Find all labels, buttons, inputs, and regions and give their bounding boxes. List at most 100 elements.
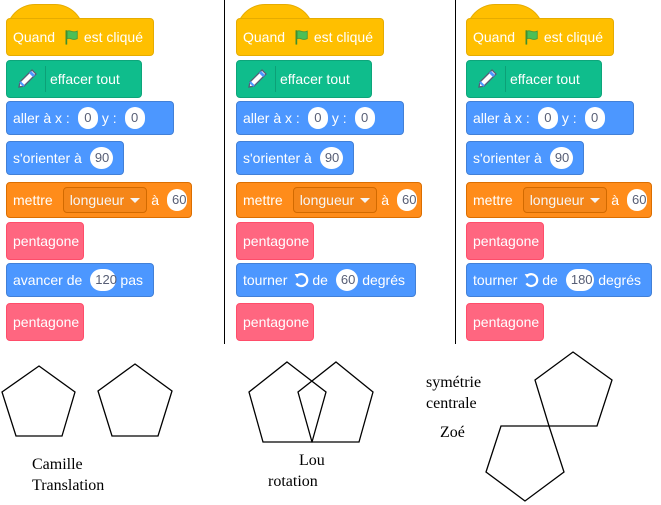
variable-dropdown[interactable]: longueur: [62, 187, 148, 213]
point-label: s'orienter à: [243, 150, 312, 166]
caption-camille-name: Camille: [32, 456, 83, 473]
erase-all-block[interactable]: effacer tout: [466, 60, 602, 98]
camille-pentagon-2: [97, 363, 173, 437]
degrees-unit: degrés: [362, 272, 405, 288]
green-flag-icon: [525, 30, 538, 45]
variable-name: longueur: [299, 192, 355, 208]
y-input[interactable]: 0: [584, 107, 605, 129]
degrees-input[interactable]: 180: [565, 269, 595, 291]
zoe-pentagon-2: [485, 425, 565, 502]
direction-input[interactable]: 90: [89, 147, 113, 169]
pentagone-block-2[interactable]: pentagone: [466, 303, 544, 341]
pentagone-label: pentagone: [13, 314, 80, 330]
green-flag-icon: [295, 30, 308, 45]
erase-all-label: effacer tout: [50, 71, 120, 87]
hat-label: Quand: [13, 29, 56, 45]
pentagone-block-1[interactable]: pentagone: [236, 222, 314, 260]
erase-all-block[interactable]: effacer tout: [6, 60, 142, 98]
go-to-y-label: y :: [101, 110, 117, 126]
green-flag-icon: [65, 30, 78, 45]
turn-de-label: de: [542, 272, 558, 288]
hat-label-after: est cliqué: [313, 29, 373, 45]
set-variable-block[interactable]: mettre longueur à 60: [236, 182, 422, 218]
x-input[interactable]: 0: [307, 107, 328, 129]
direction-input[interactable]: 90: [319, 147, 343, 169]
pentagone-block-1[interactable]: pentagone: [6, 222, 84, 260]
move-label: avancer de: [13, 272, 83, 288]
pen-icon: [13, 66, 46, 92]
erase-all-label: effacer tout: [280, 71, 350, 87]
turn-label: tourner: [473, 272, 518, 288]
degrees-input[interactable]: 60: [335, 269, 359, 291]
turn-de-label: de: [312, 272, 328, 288]
rotate-left-icon: [525, 273, 539, 288]
set-to-label: à: [381, 192, 389, 208]
go-to-y-label: y :: [331, 110, 347, 126]
variable-name: longueur: [69, 192, 125, 208]
pentagone-block-2[interactable]: pentagone: [236, 303, 314, 341]
caption-camille: Camille Translation: [32, 454, 104, 496]
y-input[interactable]: 0: [124, 107, 145, 129]
hat-label-after: est cliqué: [543, 29, 603, 45]
point-in-direction-block[interactable]: s'orienter à 90: [236, 141, 354, 175]
point-in-direction-block[interactable]: s'orienter à 90: [466, 141, 584, 175]
go-to-x-label: aller à x :: [13, 110, 70, 126]
erase-all-block[interactable]: effacer tout: [236, 60, 372, 98]
point-label: s'orienter à: [13, 150, 82, 166]
x-input[interactable]: 0: [537, 107, 558, 129]
column-divider-right: [455, 0, 456, 344]
dropdown-arrow-icon: [360, 197, 371, 203]
variable-dropdown[interactable]: longueur: [522, 187, 608, 213]
pentagone-block-2[interactable]: pentagone: [6, 303, 84, 341]
y-input[interactable]: 0: [354, 107, 375, 129]
camille-pentagon-1: [1, 365, 76, 437]
pentagone-label: pentagone: [13, 233, 80, 249]
hat-label: Quand: [243, 29, 286, 45]
direction-input[interactable]: 90: [549, 147, 573, 169]
pentagone-label: pentagone: [473, 314, 540, 330]
x-input[interactable]: 0: [77, 107, 98, 129]
set-to-label: à: [611, 192, 619, 208]
rotate-left-icon: [295, 273, 309, 288]
caption-camille-transform: Translation: [32, 477, 105, 494]
lou-pentagon-1: [248, 361, 327, 443]
point-in-direction-block[interactable]: s'orienter à 90: [6, 141, 124, 175]
lou-pentagon-2: [297, 361, 374, 443]
caption-zoe-transform-1: symétrie: [426, 374, 482, 391]
set-label: mettre: [473, 192, 513, 208]
go-to-x-label: aller à x :: [243, 110, 300, 126]
set-value-input[interactable]: 60: [626, 189, 647, 211]
caption-zoe-transform-2: centrale: [426, 395, 477, 412]
set-label: mettre: [243, 192, 283, 208]
set-label: mettre: [13, 192, 53, 208]
caption-zoe-name: Zoé: [440, 424, 465, 441]
turn-label: tourner: [243, 272, 288, 288]
caption-zoe: symétrie centrale Zoé: [426, 372, 481, 443]
steps-input[interactable]: 120: [90, 269, 117, 291]
go-to-x-label: aller à x :: [473, 110, 530, 126]
pen-icon: [473, 66, 506, 92]
pentagone-block-1[interactable]: pentagone: [466, 222, 544, 260]
degrees-unit: degrés: [598, 272, 641, 288]
hat-label: Quand: [473, 29, 516, 45]
erase-all-label: effacer tout: [510, 71, 580, 87]
set-value-input[interactable]: 60: [396, 189, 417, 211]
zoe-pentagon-1: [534, 351, 613, 427]
dropdown-arrow-icon: [130, 197, 141, 203]
hat-label-after: est cliqué: [83, 29, 143, 45]
variable-dropdown[interactable]: longueur: [292, 187, 378, 213]
set-value-input[interactable]: 60: [166, 189, 187, 211]
pentagone-label: pentagone: [473, 233, 540, 249]
pentagone-label: pentagone: [243, 233, 310, 249]
point-label: s'orienter à: [473, 150, 542, 166]
go-to-y-label: y :: [561, 110, 577, 126]
steps-unit: pas: [120, 272, 143, 288]
